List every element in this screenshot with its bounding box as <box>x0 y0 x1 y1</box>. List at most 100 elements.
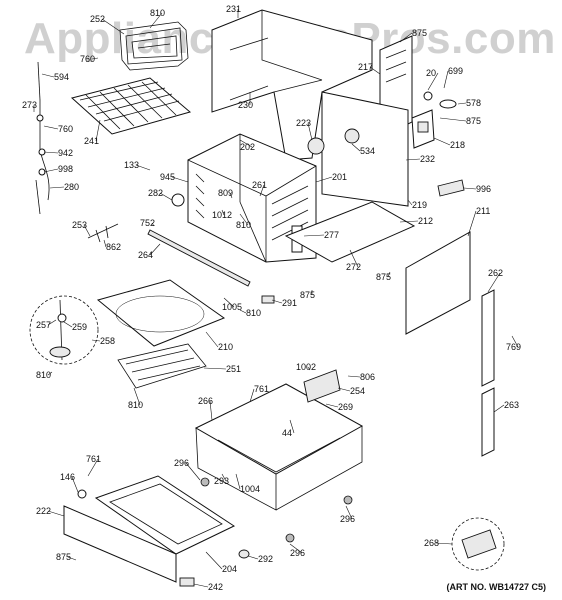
callout-268: 268 <box>424 538 439 548</box>
leader-line-1012 <box>221 209 225 216</box>
leader-line-810 <box>133 387 141 406</box>
callout-262: 262 <box>488 268 503 278</box>
callout-242: 242 <box>208 582 223 592</box>
leader-line-133 <box>135 164 151 171</box>
part-20 <box>423 91 433 101</box>
callout-264: 264 <box>138 250 153 260</box>
detail-268 <box>451 517 505 571</box>
screw-296a <box>200 477 210 487</box>
leader-line-875 <box>67 556 77 561</box>
bracket-254 <box>303 369 341 403</box>
clip-996 <box>437 179 465 197</box>
callout-20: 20 <box>426 68 436 78</box>
leader-line-211 <box>467 210 477 237</box>
callout-296: 296 <box>290 548 305 558</box>
callout-258: 258 <box>100 336 115 346</box>
callout-273: 273 <box>22 100 37 110</box>
clip-242 <box>179 577 195 587</box>
leader-line-699 <box>443 70 449 89</box>
callout-761: 761 <box>86 454 101 464</box>
sensor-assembly <box>35 61 50 215</box>
leader-line-578 <box>457 102 467 105</box>
leader-line-875 <box>399 32 413 43</box>
drawer-support <box>194 383 364 511</box>
callout-263: 263 <box>504 400 519 410</box>
leader-line-534 <box>351 143 361 152</box>
callout-810: 810 <box>150 8 165 18</box>
leader-line-810 <box>239 213 249 226</box>
callout-253: 253 <box>72 220 87 230</box>
callout-44: 44 <box>282 428 292 438</box>
callout-594: 594 <box>54 72 69 82</box>
leader-line-222 <box>47 510 65 517</box>
callout-202: 202 <box>240 142 255 152</box>
leader-line-277 <box>303 234 325 237</box>
leader-line-210 <box>205 331 219 348</box>
callout-269: 269 <box>338 402 353 412</box>
callout-217: 217 <box>358 62 373 72</box>
leader-line-217 <box>369 66 381 75</box>
callout-806: 806 <box>360 372 375 382</box>
leader-line-266 <box>209 400 213 421</box>
leader-line-862 <box>103 239 107 248</box>
callout-1012: 1012 <box>212 210 232 220</box>
callout-761: 761 <box>254 384 269 394</box>
callout-875: 875 <box>300 290 315 300</box>
leader-line-809 <box>229 192 233 199</box>
leader-line-241 <box>95 119 101 142</box>
leader-line-242 <box>193 583 209 588</box>
callout-809: 809 <box>218 188 233 198</box>
leader-line-232 <box>405 158 421 161</box>
leader-line-262 <box>487 272 501 293</box>
leader-line-44 <box>289 419 295 434</box>
bumper-146 <box>77 489 87 499</box>
leader-line-272 <box>349 249 359 268</box>
callout-259: 259 <box>72 322 87 332</box>
callout-296: 296 <box>174 458 189 468</box>
callout-293: 293 <box>214 476 229 486</box>
rod-264 <box>147 229 251 287</box>
leader-line-280 <box>49 186 65 189</box>
callout-251: 251 <box>226 364 241 374</box>
leader-line-942 <box>43 151 59 154</box>
bracket-291 <box>261 295 275 304</box>
leader-line-223 <box>307 122 313 141</box>
leader-line-263 <box>493 404 505 413</box>
leader-line-293 <box>221 473 227 482</box>
callout-760: 760 <box>58 124 73 134</box>
leader-line-769 <box>511 335 519 348</box>
leader-line-875 <box>439 117 467 122</box>
callout-291: 291 <box>282 298 297 308</box>
callout-280: 280 <box>64 182 79 192</box>
callout-1004: 1004 <box>240 484 260 494</box>
leader-line-810 <box>47 371 53 376</box>
callout-266: 266 <box>198 396 213 406</box>
leader-line-259 <box>63 321 73 328</box>
callout-277: 277 <box>324 230 339 240</box>
leader-line-282 <box>159 192 173 201</box>
leader-line-1005 <box>223 297 235 308</box>
callout-810: 810 <box>236 220 251 230</box>
leader-line-264 <box>149 243 161 256</box>
leader-line-752 <box>151 222 155 227</box>
leader-line-761 <box>87 458 99 477</box>
callout-578: 578 <box>466 98 481 108</box>
callout-230: 230 <box>238 100 253 110</box>
leader-line-146 <box>71 476 79 493</box>
part-578 <box>439 99 457 109</box>
callout-862: 862 <box>106 242 121 252</box>
callout-292: 292 <box>258 554 273 564</box>
callout-133: 133 <box>124 160 139 170</box>
callout-212: 212 <box>418 216 433 226</box>
leader-line-204 <box>205 551 223 570</box>
callout-218: 218 <box>450 140 465 150</box>
callout-875: 875 <box>466 116 481 126</box>
callout-254: 254 <box>350 386 365 396</box>
leader-line-251 <box>203 367 227 370</box>
leader-line-268 <box>435 542 453 545</box>
leader-line-810 <box>149 12 163 29</box>
callout-996: 996 <box>476 184 491 194</box>
broil-element <box>119 21 189 71</box>
